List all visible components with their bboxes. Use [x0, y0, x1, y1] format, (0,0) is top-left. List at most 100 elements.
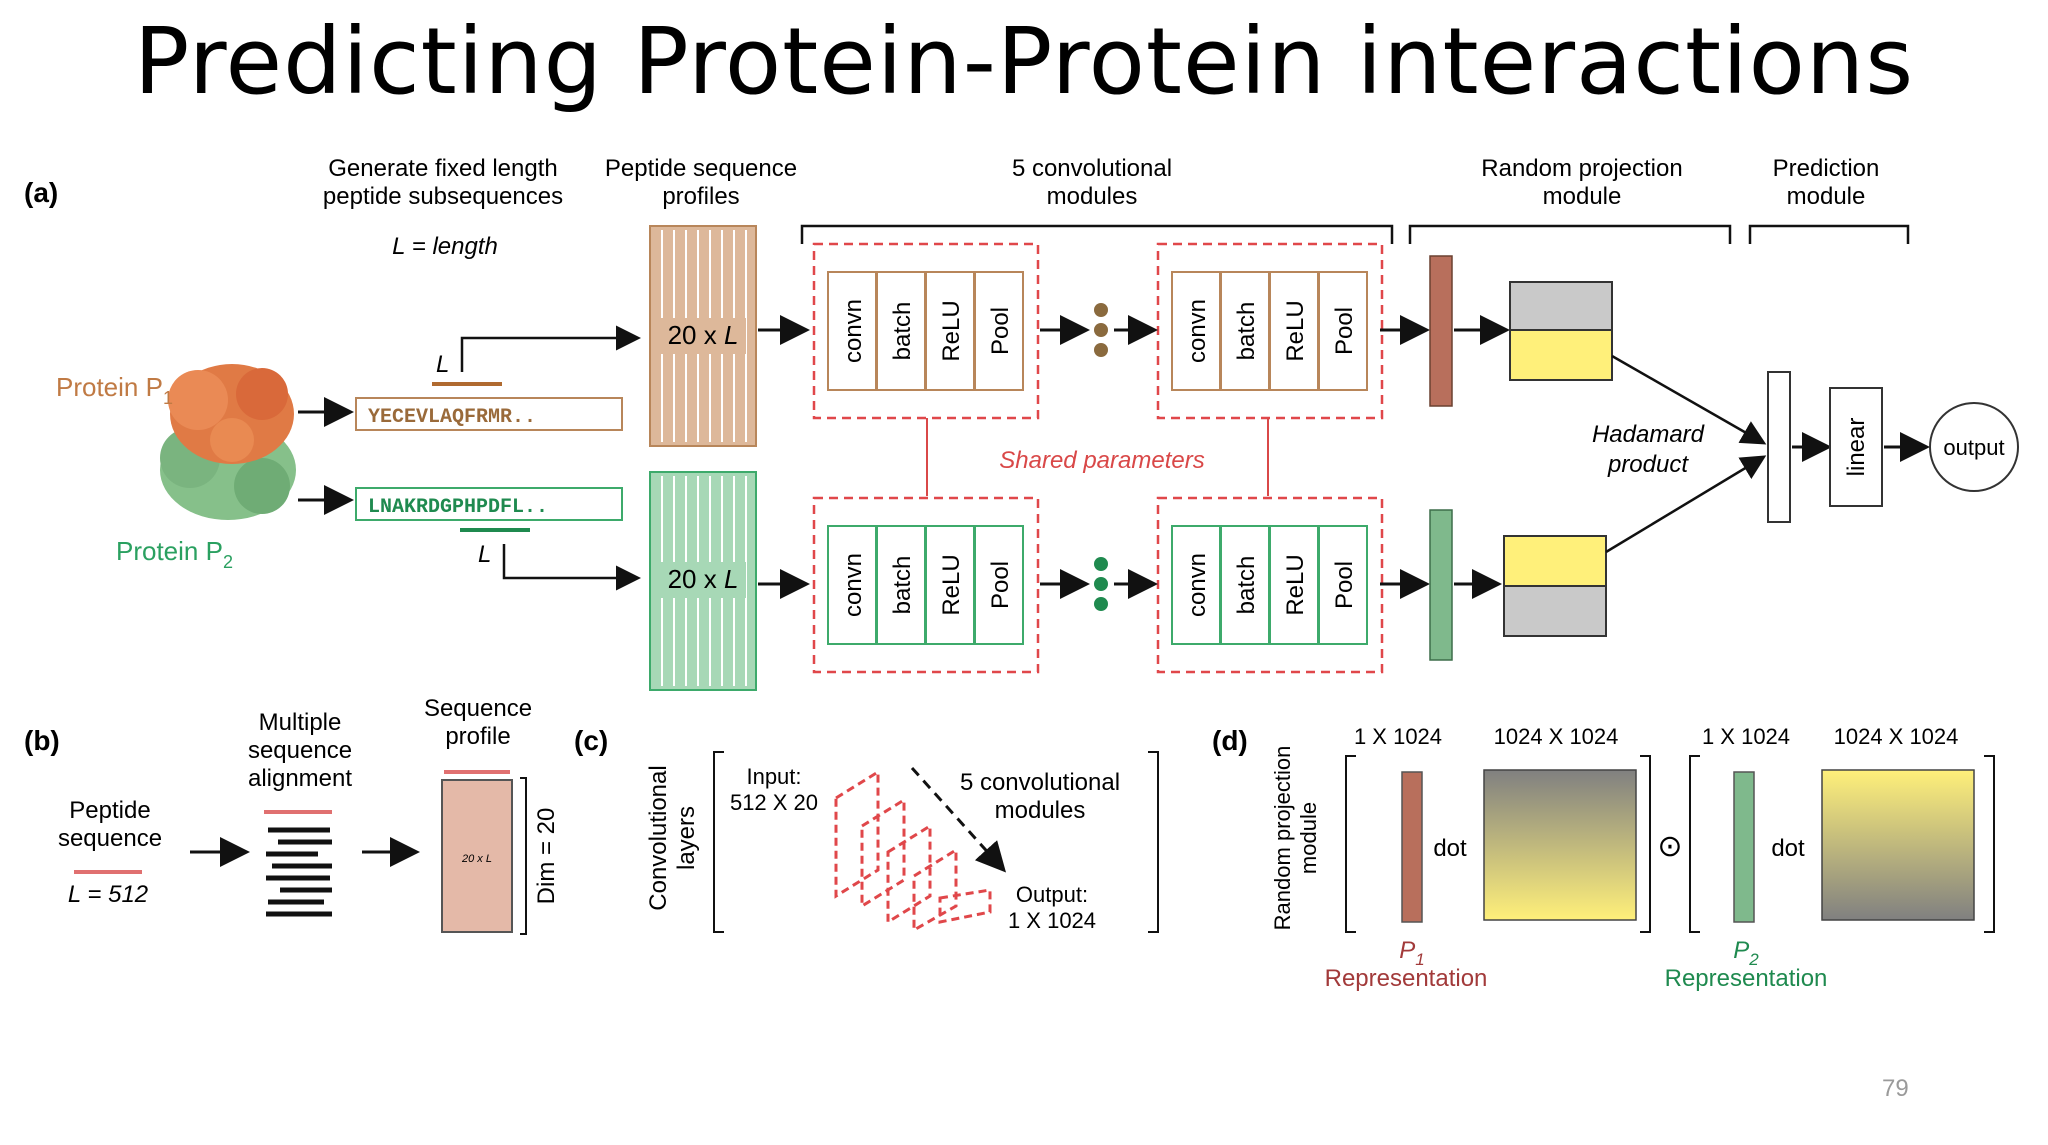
conv-modules-2: modules — [995, 797, 1086, 824]
peptide-label-2: sequence — [58, 825, 162, 852]
header-random-2: module — [1543, 183, 1622, 210]
rp-bracket-2-left — [1689, 755, 1700, 933]
protein2-sub: 2 — [223, 552, 233, 572]
rp-side-2: module — [1296, 802, 1321, 874]
p1-label: P — [1399, 937, 1415, 964]
conv-cell-batch: batch — [1233, 556, 1260, 615]
conv-cell-pool: Pool — [987, 561, 1014, 609]
seq2-box — [355, 487, 623, 521]
l-length-label: L = length — [392, 233, 498, 260]
peptide-label-1: Peptide — [69, 797, 150, 824]
svg-text:Protein P2: Protein P2 — [116, 536, 233, 572]
profile2 — [649, 471, 757, 691]
output-label: output — [1943, 435, 2004, 460]
msa-label-1: Multiple — [259, 709, 342, 736]
hadamard-label-1: Hadamard — [1592, 421, 1705, 448]
proj-box-top — [1509, 281, 1613, 381]
rp2-dim-mat: 1024 X 1024 — [1834, 724, 1959, 749]
conv-cell-convn: convn — [1184, 553, 1211, 617]
svg-text:20 x L: 20 x L — [668, 564, 739, 594]
conv-module-bottom-2: convn batch ReLU Pool — [1156, 496, 1384, 674]
arrow-seq2-profile — [502, 544, 641, 591]
conv-cell-relu: ReLU — [938, 300, 965, 361]
linear-label: linear — [1843, 418, 1870, 477]
conv-cell-box — [1318, 271, 1368, 391]
p2-vector — [1733, 771, 1755, 923]
bracket-conv — [800, 224, 1394, 244]
rp1-dim-mat: 1024 X 1024 — [1494, 724, 1619, 749]
l-mark-2: L — [478, 541, 491, 568]
dots-top — [1094, 303, 1108, 357]
header-conv-1: 5 convolutional — [1012, 155, 1172, 182]
conv-cell-batch: batch — [1233, 302, 1260, 361]
conv-bracket-right — [1148, 751, 1159, 933]
rp-bracket-1-right — [1640, 755, 1651, 933]
proj-bar-top — [1429, 255, 1453, 407]
rp1-dim-vec: 1 X 1024 — [1354, 724, 1442, 749]
hadamard-vector — [1767, 371, 1791, 523]
conv-bracket-left — [713, 751, 724, 933]
conv-cell-pool: Pool — [1331, 307, 1358, 355]
msa-label-3: alignment — [248, 765, 352, 792]
proj-box-bottom — [1503, 535, 1607, 637]
conv-side-2: layers — [673, 806, 700, 870]
profile1-label-prefix: 20 x — [668, 320, 724, 350]
rp2-dim-vec: 1 X 1024 — [1702, 724, 1790, 749]
conv-cell-box — [1220, 271, 1270, 391]
msa-lines-icon — [266, 827, 332, 917]
seq1-text: YECEVLAQFRMR.. — [368, 406, 536, 429]
conv-cell-box — [827, 271, 877, 391]
svg-text:20 x L: 20 x L — [668, 320, 739, 350]
l-mark-1: L — [436, 351, 449, 378]
odot-symbol: ⊙ — [1657, 830, 1682, 863]
proj-bar-bottom — [1429, 509, 1453, 661]
conv-cell-pool: Pool — [1331, 561, 1358, 609]
dots-bottom — [1094, 557, 1108, 611]
header-generate-2: peptide subsequences — [323, 183, 563, 210]
conv-cell-relu: ReLU — [1282, 554, 1309, 615]
seq2-text: LNAKRDGPHPDFL.. — [368, 496, 548, 519]
l512-label: L = 512 — [68, 881, 148, 908]
conv-input-2: 512 X 20 — [730, 790, 818, 815]
conv-cell-convn: convn — [840, 299, 867, 363]
conv-cell-relu: ReLU — [1282, 300, 1309, 361]
svg-text:P2: P2 — [1733, 937, 1759, 969]
panel-b-label: (b) — [24, 725, 60, 756]
protein2-label: Protein P — [116, 536, 223, 566]
protein-structure-icon — [160, 364, 296, 520]
arrow-proj-hadamard-bottom — [1605, 455, 1767, 554]
conv-cell-convn: convn — [840, 553, 867, 617]
profile1 — [649, 225, 757, 447]
rp-bracket-2-right — [1984, 755, 1995, 933]
seq-profile-label-1: Sequence — [424, 695, 532, 722]
linear-box — [1829, 387, 1883, 507]
conv-input-1: Input: — [746, 764, 801, 789]
svg-text:Protein P1: Protein P1 — [56, 372, 173, 408]
rp2-dot: dot — [1771, 835, 1805, 862]
header-profiles-2: profiles — [662, 183, 739, 210]
conv-cell-relu: ReLU — [938, 554, 965, 615]
msa-label-2: sequence — [248, 737, 352, 764]
header-conv-2: modules — [1047, 183, 1138, 210]
conv-cell-box — [827, 525, 877, 645]
conv-side-1: Convolutional — [645, 765, 672, 910]
conv-cell-box — [1171, 271, 1221, 391]
header-generate-1: Generate fixed length — [328, 155, 558, 182]
p2-label: P — [1733, 937, 1749, 964]
profile2-label-prefix: 20 x — [668, 564, 724, 594]
conv-module-top-2: convn batch ReLU Pool — [1156, 242, 1384, 420]
p2-sub: 2 — [1748, 950, 1759, 969]
conv-cell-box — [974, 525, 1024, 645]
conv-cell-box — [974, 271, 1024, 391]
p2-representation: Representation — [1665, 965, 1828, 992]
conv-cell-box — [925, 271, 975, 391]
conv-output-1: Output: — [1016, 882, 1088, 907]
conv-cell-convn: convn — [1184, 299, 1211, 363]
conv-cell-box — [1318, 525, 1368, 645]
panel-d-label: (d) — [1212, 725, 1248, 756]
protein1-sub: 1 — [163, 388, 173, 408]
p1-sub: 1 — [1415, 950, 1424, 969]
